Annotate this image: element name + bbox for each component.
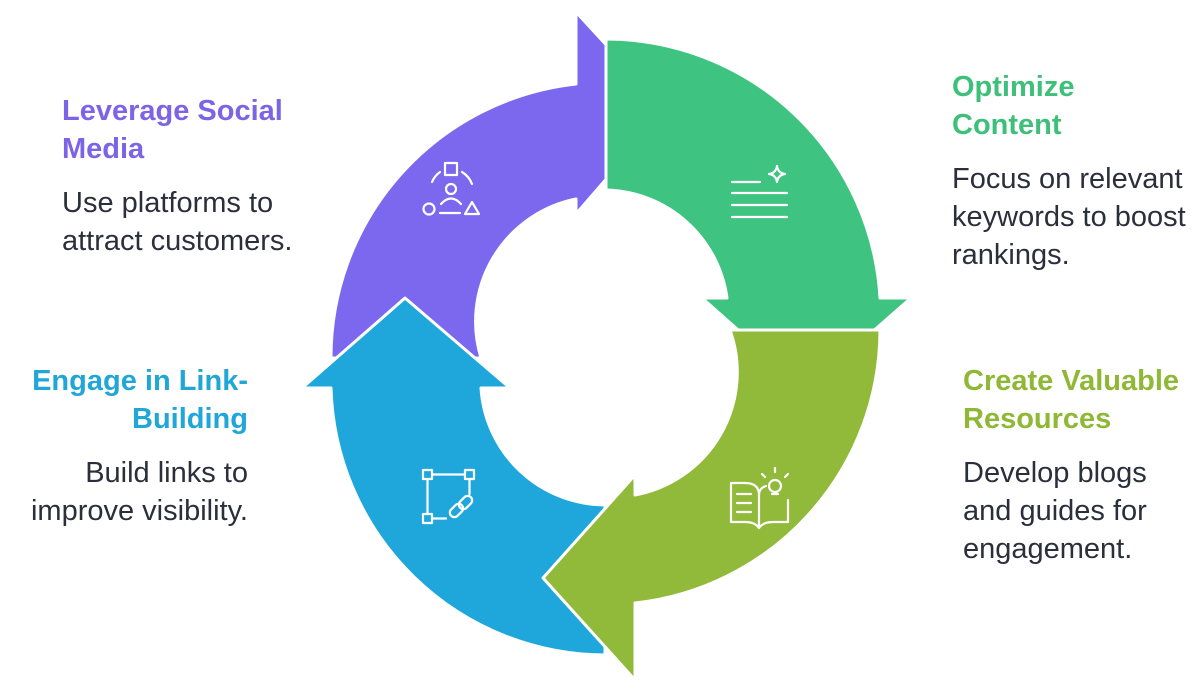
link-frame-icon xyxy=(421,468,476,525)
step-resources-description: Develop blogs and guides for engagement. xyxy=(963,457,1147,565)
step-links: Engage in Link-Building Build links to i… xyxy=(10,362,248,530)
people-network-icon xyxy=(422,161,481,216)
step-links-title: Engage in Link-Building xyxy=(32,365,248,435)
text-sparkle-icon xyxy=(730,164,789,219)
content-arrow xyxy=(604,37,913,392)
step-content-description: Focus on relevant keywords to boost rank… xyxy=(952,163,1186,271)
book-lightbulb-icon xyxy=(729,466,790,530)
step-content-title: Optimize Content xyxy=(952,71,1075,141)
step-resources: Create Valuable Resources Develop blogs … xyxy=(963,362,1197,568)
step-social-title: Leverage Social Media xyxy=(62,95,283,165)
social-arrow xyxy=(329,10,668,360)
step-links-description: Build links to improve visibility. xyxy=(30,457,248,527)
step-content: Optimize Content Focus on relevant keywo… xyxy=(952,68,1192,274)
step-social: Leverage Social Media Use platforms to a… xyxy=(62,92,322,260)
step-resources-title: Create Valuable Resources xyxy=(963,365,1179,435)
step-social-description: Use platforms to attract customers. xyxy=(62,187,293,257)
resources-arrow xyxy=(541,328,882,682)
links-arrow xyxy=(300,296,607,657)
